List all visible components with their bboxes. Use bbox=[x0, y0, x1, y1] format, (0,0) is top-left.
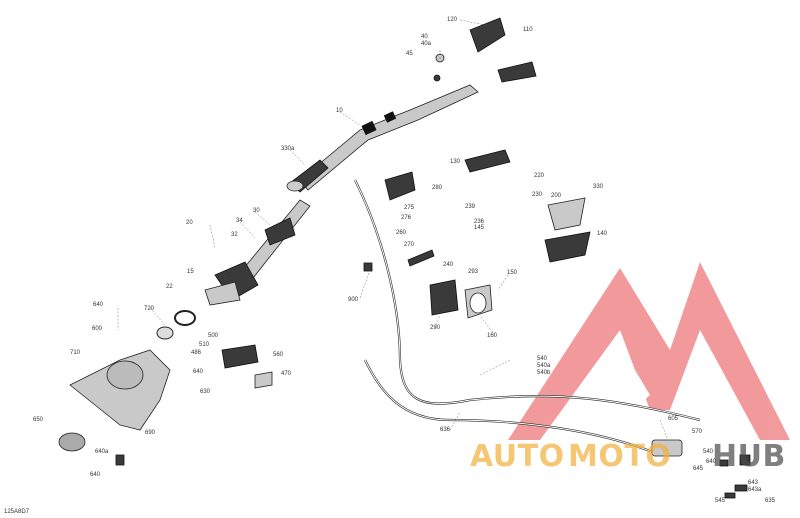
label-200: 200 bbox=[551, 193, 562, 199]
watermark-word-auto: AUTO bbox=[470, 439, 565, 474]
steering-column-tube bbox=[299, 84, 479, 191]
label-560: 560 bbox=[273, 352, 284, 358]
label-130: 130 bbox=[450, 159, 461, 165]
label-260: 260 bbox=[396, 230, 407, 236]
document-code: 125A8D7 bbox=[4, 509, 30, 515]
label-330a: 330a bbox=[281, 146, 295, 152]
label-276: 276 bbox=[401, 215, 412, 221]
label-293: 293 bbox=[468, 269, 479, 275]
label-640a: 640a bbox=[95, 449, 109, 455]
label-640-c: 640 bbox=[90, 472, 101, 478]
bracket-assembly bbox=[221, 344, 273, 389]
label-486: 486 bbox=[191, 350, 202, 356]
label-220: 220 bbox=[534, 173, 545, 179]
label-650: 650 bbox=[33, 417, 44, 423]
label-605: 605 bbox=[668, 416, 679, 422]
label-10: 10 bbox=[336, 108, 343, 114]
label-500: 500 bbox=[208, 333, 219, 339]
label-643: 643 bbox=[748, 480, 759, 486]
base-mount bbox=[58, 349, 171, 466]
label-640: 640 bbox=[93, 302, 104, 308]
label-236: 236 bbox=[474, 219, 485, 225]
label-510: 510 bbox=[199, 342, 210, 348]
label-645: 645 bbox=[693, 466, 704, 472]
label-545: 545 bbox=[715, 498, 726, 504]
label-34: 34 bbox=[236, 218, 243, 224]
label-20: 20 bbox=[186, 220, 193, 226]
end-fittings bbox=[651, 439, 751, 499]
label-710: 710 bbox=[70, 350, 81, 356]
watermark-text: AUTO MOTO HUB bbox=[470, 439, 786, 474]
label-640-b: 640 bbox=[193, 369, 204, 375]
label-140: 140 bbox=[597, 231, 608, 237]
label-30: 30 bbox=[253, 208, 260, 214]
label-540-c: 540 bbox=[703, 449, 714, 455]
label-470: 470 bbox=[281, 371, 292, 377]
label-635: 635 bbox=[765, 498, 776, 504]
label-40: 40 bbox=[421, 34, 428, 40]
label-290: 290 bbox=[430, 325, 441, 331]
watermark-logo bbox=[508, 262, 790, 440]
label-240: 240 bbox=[443, 262, 454, 268]
label-32: 32 bbox=[231, 232, 238, 238]
label-636: 636 bbox=[440, 427, 451, 433]
label-22: 22 bbox=[166, 284, 173, 290]
label-280: 280 bbox=[432, 185, 443, 191]
label-145: 145 bbox=[474, 225, 485, 231]
spring-boot bbox=[286, 159, 329, 193]
label-540: 540 bbox=[537, 356, 548, 362]
part-labels: 120 110 40 40a 45 10 330a 130 220 230 20… bbox=[4, 17, 776, 515]
label-630: 630 bbox=[200, 389, 211, 395]
label-160: 160 bbox=[487, 333, 498, 339]
leader-lines bbox=[117, 19, 669, 441]
control-cable bbox=[354, 179, 701, 457]
watermark-word-hub: HUB bbox=[712, 439, 786, 474]
label-900: 900 bbox=[348, 297, 359, 303]
label-720: 720 bbox=[144, 306, 155, 312]
label-330: 330 bbox=[593, 184, 604, 190]
label-40a: 40a bbox=[421, 41, 432, 47]
switch-housing-parts bbox=[363, 149, 591, 319]
label-275: 275 bbox=[404, 205, 415, 211]
steering-head-unit bbox=[156, 217, 296, 340]
handlebar-grip-assembly bbox=[433, 17, 537, 83]
label-120: 120 bbox=[447, 17, 458, 23]
label-643a: 643a bbox=[748, 487, 762, 493]
watermark-word-moto: MOTO bbox=[568, 439, 671, 474]
label-230: 230 bbox=[532, 192, 543, 198]
label-690: 690 bbox=[145, 430, 156, 436]
label-15: 15 bbox=[187, 269, 194, 275]
label-570: 570 bbox=[692, 429, 703, 435]
label-640-d: 640 bbox=[706, 459, 717, 465]
label-239: 239 bbox=[465, 204, 476, 210]
label-600: 600 bbox=[92, 326, 103, 332]
label-45: 45 bbox=[406, 51, 413, 57]
label-150: 150 bbox=[507, 270, 518, 276]
label-540a: 540a bbox=[537, 363, 551, 369]
label-110: 110 bbox=[523, 27, 533, 33]
label-540b: 540b bbox=[537, 370, 551, 376]
label-270: 270 bbox=[404, 242, 415, 248]
